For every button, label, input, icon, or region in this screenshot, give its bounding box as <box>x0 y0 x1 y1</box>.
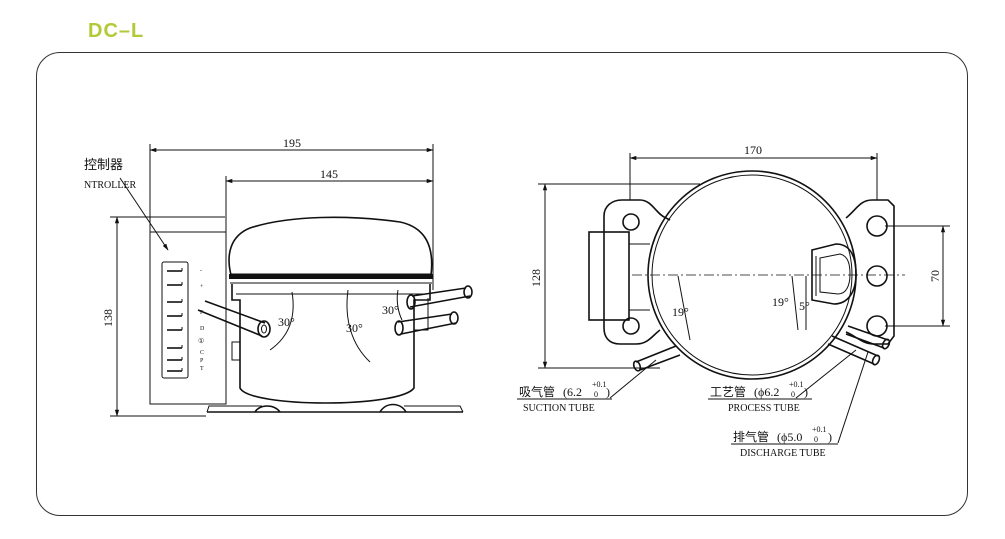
mount-hole-bottom-left <box>622 317 640 335</box>
dim-label-145: 145 <box>320 167 338 181</box>
svg-text:(ϕ5.0: (ϕ5.0 <box>777 430 802 444</box>
compressor-shell <box>647 170 857 380</box>
dim-label-195: 195 <box>283 136 301 150</box>
svg-text:0: 0 <box>594 390 598 399</box>
svg-text:排气管: 排气管 <box>733 429 769 444</box>
dim-label-128: 128 <box>529 269 543 287</box>
svg-text:P: P <box>200 358 204 364</box>
svg-text:(6.2: (6.2 <box>563 385 582 399</box>
compressor-lower-body <box>231 284 431 404</box>
top-view: 170 128 70 <box>517 143 950 459</box>
svg-text:+0.1: +0.1 <box>789 380 804 389</box>
side-tube-left <box>197 300 271 338</box>
mount-hole-top-right <box>866 215 888 237</box>
svg-text:①: ① <box>198 337 204 345</box>
svg-text:+: + <box>200 284 204 290</box>
compressor-dome <box>228 216 433 276</box>
controller-terminals <box>167 268 183 372</box>
angle-arc-middle <box>346 289 371 363</box>
svg-text:吸气管: 吸气管 <box>519 384 555 399</box>
side-tube-right-lower <box>394 311 459 336</box>
mount-foot-right <box>379 403 407 413</box>
leader-process <box>795 349 857 399</box>
label-discharge-tube: 排气管 (ϕ5.0 +0.1 0 ) DISCHARGE TUBE <box>731 425 838 459</box>
dim-label-138: 138 <box>101 309 115 327</box>
side-tube-right-upper <box>406 285 473 310</box>
mount-foot-left <box>254 405 281 413</box>
svg-text:+0.1: +0.1 <box>812 425 827 434</box>
svg-text:-: - <box>200 268 202 274</box>
svg-text:T: T <box>200 366 204 372</box>
angle-arc-left <box>269 291 294 351</box>
svg-text:): ) <box>804 385 808 399</box>
svg-text:DISCHARGE TUBE: DISCHARGE TUBE <box>740 448 826 459</box>
dim-label-70: 70 <box>928 270 942 282</box>
controller-label-en: NTROLLER <box>84 180 137 191</box>
drawing-frame <box>36 52 968 516</box>
model-title: DC–L <box>88 20 145 42</box>
label-process-tube: 工艺管 (ϕ6.2 +0.1 0 ) PROCESS TUBE <box>708 380 812 414</box>
controller-leader <box>119 177 169 251</box>
svg-text:): ) <box>606 385 610 399</box>
svg-text:F: F <box>200 310 204 316</box>
svg-text:+0.1: +0.1 <box>592 380 607 389</box>
side-view: 195 145 138 控制器 NTROLLER - + F <box>84 136 473 417</box>
controller-box <box>149 231 227 405</box>
angle-line-suction <box>677 275 691 341</box>
controller-box-top <box>588 231 630 321</box>
angle-label-middle: 30° <box>346 321 363 335</box>
angle-label-discharge: 5° <box>799 299 810 313</box>
svg-text:C: C <box>200 350 204 356</box>
svg-text:0: 0 <box>791 390 795 399</box>
angle-arc-right <box>396 289 403 321</box>
panel-marks: - + F D ① C P T <box>198 268 205 372</box>
dim-label-170: 170 <box>744 143 762 157</box>
svg-text:PROCESS TUBE: PROCESS TUBE <box>728 403 800 414</box>
angle-label-suction: 19° <box>672 305 689 319</box>
svg-text:0: 0 <box>814 435 818 444</box>
svg-text:(ϕ6.2: (ϕ6.2 <box>754 385 779 399</box>
angle-label-right: 30° <box>382 303 399 317</box>
terminal-housing <box>811 243 857 305</box>
label-suction-tube: 吸气管 (6.2 +0.1 0 ) SUCTION TUBE <box>517 380 612 414</box>
mount-hole-top-left <box>622 213 640 231</box>
svg-text:工艺管: 工艺管 <box>710 384 746 399</box>
leader-suction <box>609 359 657 399</box>
leader-discharge <box>837 351 869 444</box>
controller-terminal-panel <box>161 261 189 379</box>
top-tube-discharge <box>845 325 891 350</box>
mount-hole-middle-right <box>866 265 888 287</box>
angle-label-left: 30° <box>278 315 295 329</box>
svg-text:D: D <box>200 326 205 332</box>
angle-label-process: 19° <box>772 295 789 309</box>
svg-text:SUCTION TUBE: SUCTION TUBE <box>523 403 595 414</box>
compressor-weld-band <box>229 274 433 279</box>
svg-text:): ) <box>828 430 832 444</box>
controller-label-cn: 控制器 <box>84 157 123 172</box>
angle-line-process <box>791 275 799 331</box>
